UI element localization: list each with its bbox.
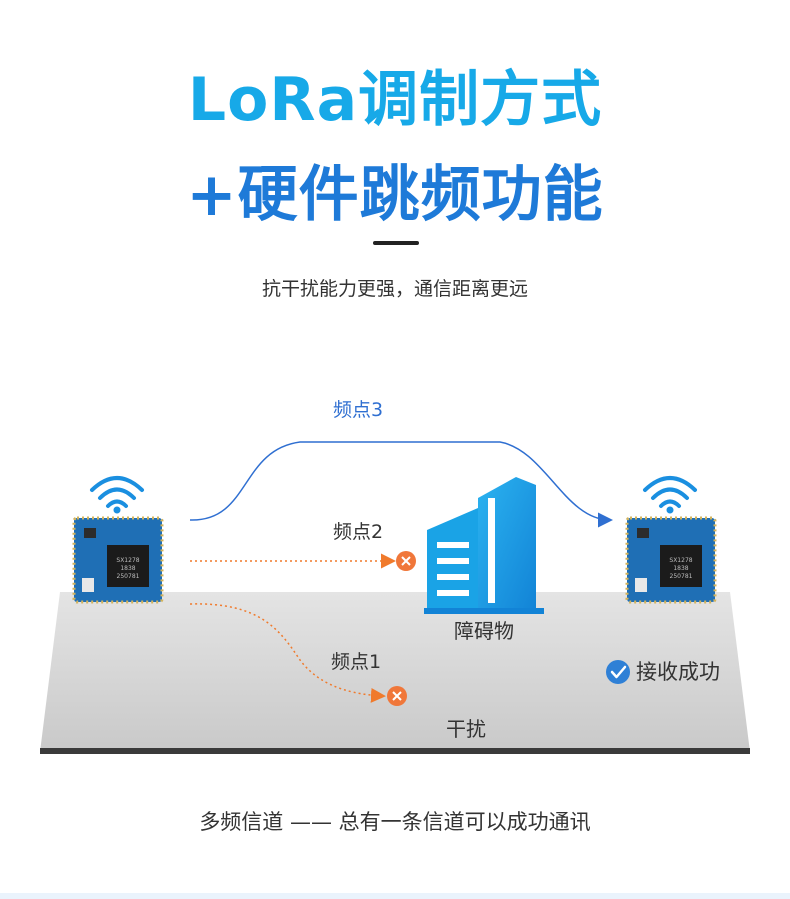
channel-3-path (189, 441, 613, 528)
channel-1-path (189, 603, 386, 703)
blocked-x-icon-channel-1 (387, 686, 407, 706)
floor-platform (40, 592, 750, 754)
interference-waveform-icon (415, 653, 521, 727)
channel-2-label: 频点2 (333, 521, 383, 543)
blocked-x-icon-channel-2 (396, 551, 416, 571)
obstacle-label: 障碍物 (454, 619, 514, 643)
bottom-strip (0, 893, 790, 899)
interference-label: 干扰 (446, 717, 486, 741)
frequency-hopping-diagram: SX1278 1838 250781 SX1278 1838 250781 频点… (40, 399, 750, 754)
lora-module-transmitter: SX1278 1838 250781 (72, 476, 164, 604)
chip-marking-left-1: SX1278 (116, 557, 139, 564)
title-line-1: LoRa调制方式 (187, 65, 603, 135)
footer-caption: 多频信道 —— 总有一条信道可以成功通讯 (199, 810, 591, 834)
subtitle: 抗干扰能力更强，通信距离更远 (261, 278, 528, 300)
channel-1-label: 频点1 (331, 651, 381, 673)
title-divider (373, 241, 419, 245)
building-obstacle-icon (424, 477, 544, 614)
channel-3-label: 频点3 (333, 399, 383, 421)
chip-marking-left-3: 250781 (117, 573, 140, 580)
title-line-2: +硬件跳频功能 (186, 160, 604, 230)
wifi-icon-left (90, 476, 144, 508)
chip-marking-right-2: 1838 (673, 565, 688, 572)
success-check-icon (606, 660, 630, 684)
lora-module-receiver: SX1278 1838 250781 (625, 476, 717, 604)
wifi-icon-right (643, 476, 697, 508)
chip-marking-right-3: 250781 (670, 573, 693, 580)
success-label: 接收成功 (636, 660, 720, 684)
chip-marking-right-1: SX1278 (669, 557, 692, 564)
chip-marking-left-2: 1838 (120, 565, 135, 572)
